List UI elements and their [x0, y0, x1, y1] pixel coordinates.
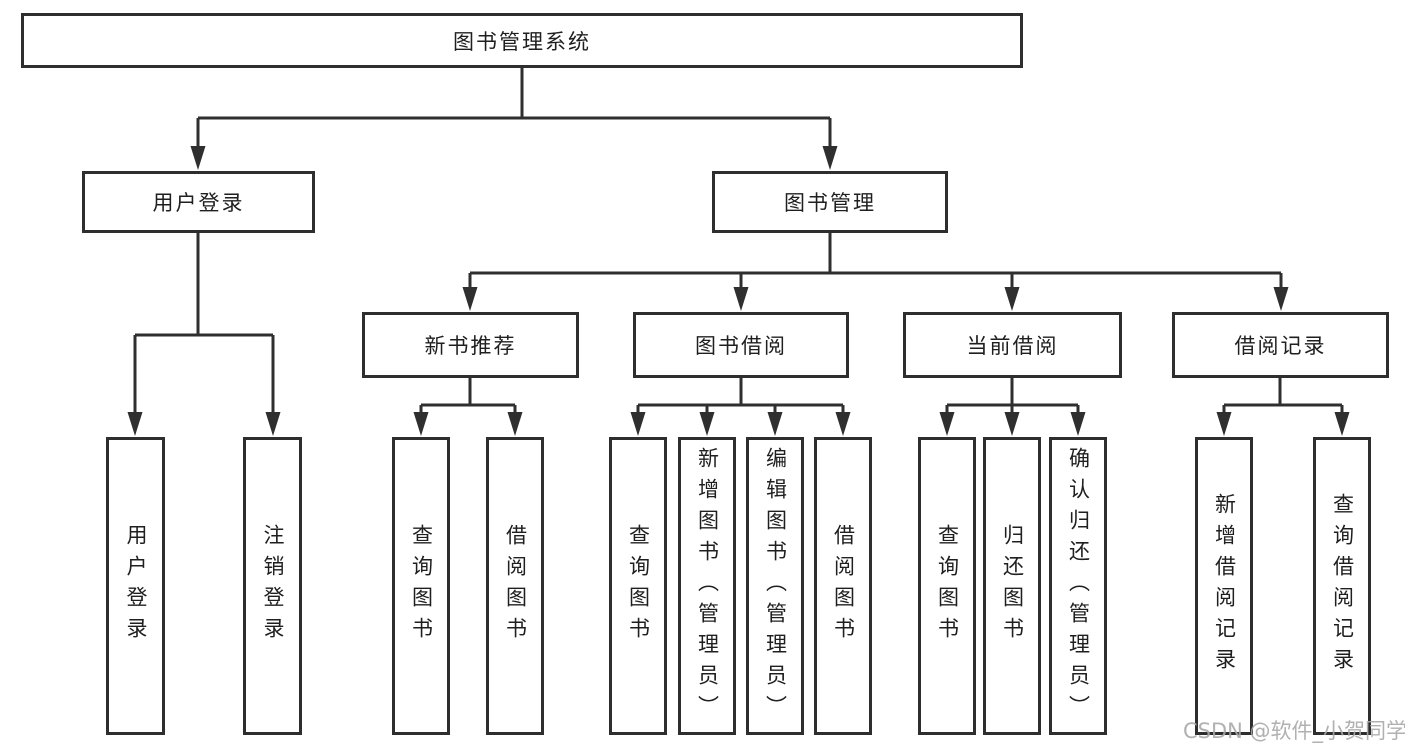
- node-current-borrowing: 当前借阅: [903, 312, 1122, 378]
- node-book-borrowing-label: 图书借阅: [695, 334, 787, 358]
- leaf-add-books-admin-label: 新增图书（管理员）: [695, 446, 720, 726]
- leaf-confirm-return-admin: 确认归还（管理员）: [1049, 437, 1107, 735]
- leaf-return-books: 归还图书: [983, 437, 1041, 735]
- csdn-watermark: CSDN @软件_小贺同学: [1183, 719, 1405, 743]
- leaf-edit-books-admin: 编辑图书（管理员）: [746, 437, 804, 735]
- arrowheads-userlogin-leaves: [127, 412, 281, 436]
- leaf-borrow-books-label: 借阅图书: [831, 524, 856, 648]
- node-book-management-label: 图书管理: [784, 191, 876, 215]
- leaf-newrec-borrow-books-label: 借阅图书: [503, 524, 528, 648]
- node-book-borrowing: 图书借阅: [633, 312, 849, 378]
- leaf-add-books-admin: 新增图书（管理员）: [678, 437, 736, 735]
- connector-currentborrow-to-leaves: [945, 378, 1080, 414]
- leaf-edit-books-admin-label: 编辑图书（管理员）: [763, 446, 788, 726]
- leaf-logout: 注销登录: [243, 437, 302, 735]
- leaf-return-books-label: 归还图书: [1000, 524, 1025, 648]
- arrowheads-leaf-groups: [413, 412, 1350, 436]
- leaf-add-borrow-record: 新增借阅记录: [1195, 437, 1253, 735]
- leaf-add-borrow-record-label: 新增借阅记录: [1212, 493, 1237, 679]
- leaf-user-login-label: 用户登录: [124, 524, 148, 648]
- node-current-borrowing-label: 当前借阅: [966, 334, 1059, 358]
- leaf-query-borrow-record-label: 查询借阅记录: [1330, 493, 1355, 679]
- arrowheads-level3: [462, 287, 1289, 311]
- leaf-borrow-query-books: 查询图书: [609, 437, 667, 735]
- connector-bookborrow-to-leaves: [636, 378, 845, 414]
- connector-root-to-level2: [196, 68, 832, 148]
- node-user-login-branch-label: 用户登录: [152, 191, 245, 215]
- leaf-borrow-books: 借阅图书: [814, 437, 872, 735]
- leaf-current-query-books: 查询图书: [918, 437, 976, 735]
- node-borrowing-records: 借阅记录: [1172, 312, 1389, 378]
- node-book-management: 图书管理: [712, 171, 948, 233]
- node-new-book-recommend-label: 新书推荐: [424, 334, 517, 358]
- leaf-user-login: 用户登录: [106, 437, 165, 735]
- leaf-current-query-books-label: 查询图书: [935, 524, 960, 648]
- node-root: 图书管理系统: [21, 13, 1023, 68]
- leaf-query-borrow-record: 查询借阅记录: [1313, 437, 1371, 735]
- leaf-confirm-return-admin-label: 确认归还（管理员）: [1066, 446, 1091, 726]
- connector-bookmgmt-to-level3: [468, 233, 1283, 289]
- leaf-newrec-query-books: 查询图书: [392, 437, 450, 735]
- connector-borrowrecords-to-leaves: [1222, 378, 1344, 414]
- node-new-book-recommend: 新书推荐: [362, 312, 579, 378]
- leaf-newrec-query-books-label: 查询图书: [409, 524, 434, 648]
- leaf-newrec-borrow-books: 借阅图书: [486, 437, 544, 735]
- connector-userlogin-to-leaves: [133, 233, 275, 414]
- node-root-label: 图书管理系统: [453, 29, 591, 54]
- leaf-logout-label: 注销登录: [261, 524, 285, 648]
- connector-newbookrec-to-leaves: [419, 378, 517, 414]
- arrowheads-level2: [190, 146, 838, 170]
- node-user-login-branch: 用户登录: [82, 171, 315, 233]
- leaf-borrow-query-books-label: 查询图书: [626, 524, 651, 648]
- node-borrowing-records-label: 借阅记录: [1234, 334, 1327, 358]
